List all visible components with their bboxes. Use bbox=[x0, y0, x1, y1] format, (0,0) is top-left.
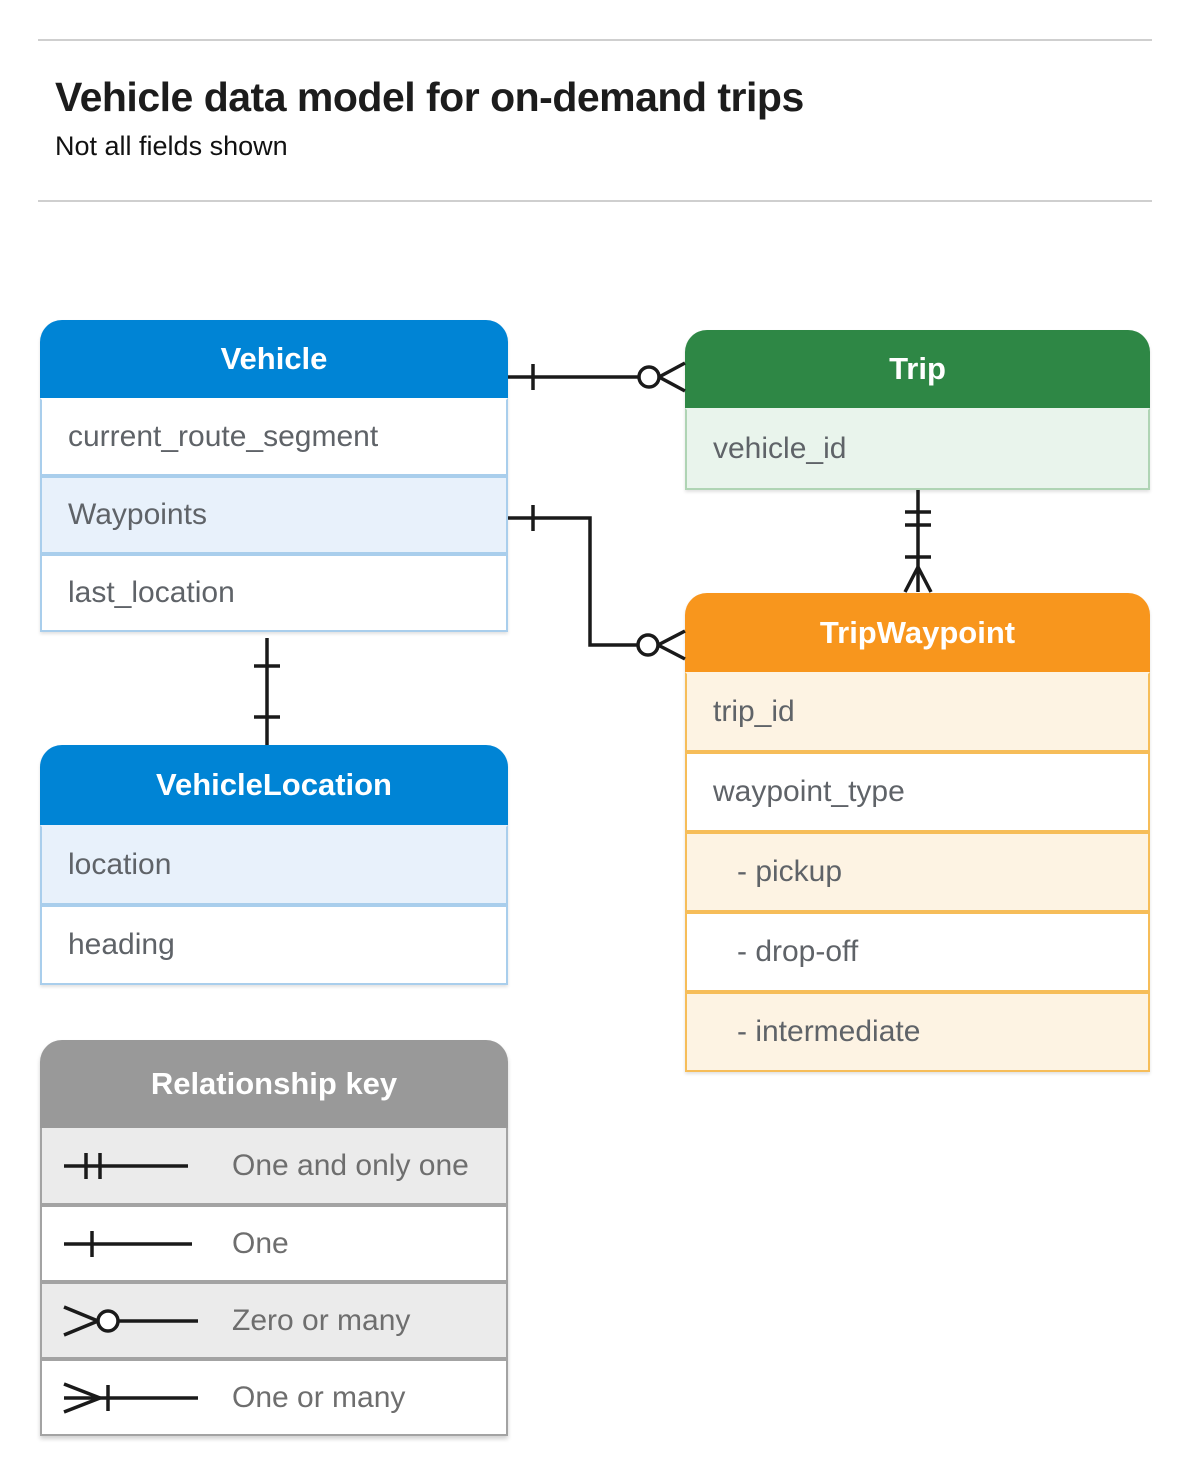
entity-rows: current_route_segment Waypoints last_loc… bbox=[40, 398, 508, 632]
field-vehicle-id: vehicle_id bbox=[685, 408, 1150, 490]
top-divider bbox=[38, 39, 1152, 41]
field-last-location: last_location bbox=[40, 554, 508, 632]
key-row-one-or-many: One or many bbox=[40, 1359, 508, 1436]
enum-drop-off: - drop-off bbox=[685, 912, 1150, 992]
relationship-key-header: Relationship key bbox=[40, 1040, 508, 1128]
one-and-only-one-icon bbox=[64, 1152, 188, 1179]
field-heading: heading bbox=[40, 905, 508, 985]
entity-header-tripwaypoint: TripWaypoint bbox=[685, 593, 1150, 672]
entity-rows: location heading bbox=[40, 825, 508, 985]
entity-header-vehicle: Vehicle bbox=[40, 320, 508, 398]
key-row-zero-or-many: Zero or many bbox=[40, 1282, 508, 1359]
connector-trip-tripwaypoint bbox=[903, 490, 933, 593]
connector-vehicle-vehiclelocation bbox=[254, 638, 280, 745]
entity-table-vehicle: Vehicle current_route_segment Waypoints … bbox=[40, 320, 508, 632]
relationship-key: Relationship key One and only one One bbox=[40, 1040, 508, 1436]
connector-waypoints-tripwaypoint bbox=[508, 505, 686, 661]
enum-intermediate: - intermediate bbox=[685, 992, 1150, 1072]
page-subtitle: Not all fields shown bbox=[55, 131, 288, 161]
field-waypoints: Waypoints bbox=[40, 476, 508, 554]
field-trip-id: trip_id bbox=[685, 672, 1150, 752]
entity-header-vehiclelocation: VehicleLocation bbox=[40, 745, 508, 825]
field-current-route-segment: current_route_segment bbox=[40, 398, 508, 476]
enum-pickup: - pickup bbox=[685, 832, 1150, 912]
key-label: Zero or many bbox=[232, 1303, 411, 1337]
page-title: Vehicle data model for on-demand trips bbox=[55, 74, 804, 120]
entity-table-trip: Trip vehicle_id bbox=[685, 330, 1150, 490]
entity-rows: trip_id waypoint_type - pickup - drop-of… bbox=[685, 672, 1150, 1072]
one-icon bbox=[64, 1230, 192, 1257]
entity-table-vehiclelocation: VehicleLocation location heading bbox=[40, 745, 508, 985]
connector-vehicle-trip bbox=[508, 361, 686, 393]
relationship-key-rows: One and only one One Zer bbox=[40, 1128, 508, 1436]
zero-or-many-icon bbox=[63, 1304, 198, 1337]
entity-header-trip: Trip bbox=[685, 330, 1150, 408]
key-label: One or many bbox=[232, 1380, 406, 1414]
field-location: location bbox=[40, 825, 508, 905]
entity-rows: vehicle_id bbox=[685, 408, 1150, 490]
field-waypoint-type: waypoint_type bbox=[685, 752, 1150, 832]
entity-table-tripwaypoint: TripWaypoint trip_id waypoint_type - pic… bbox=[685, 593, 1150, 1072]
key-row-one: One bbox=[40, 1205, 508, 1282]
key-label: One bbox=[232, 1226, 289, 1260]
title-divider bbox=[38, 200, 1152, 202]
one-or-many-icon bbox=[63, 1381, 198, 1414]
key-label: One and only one bbox=[232, 1148, 469, 1182]
key-row-one-and-only-one: One and only one bbox=[40, 1128, 508, 1205]
